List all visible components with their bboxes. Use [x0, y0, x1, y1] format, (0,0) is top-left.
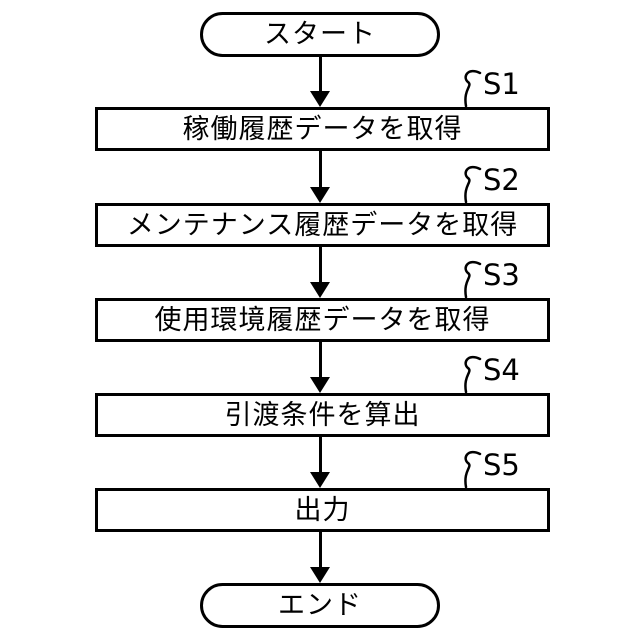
arrow-head-icon — [310, 91, 330, 107]
arrow-head-icon — [310, 567, 330, 583]
flow-arrow-4 — [310, 342, 330, 393]
arrow-shaft — [318, 437, 322, 472]
start-node: スタート — [200, 12, 440, 57]
flow-arrow-5 — [310, 437, 330, 488]
flow-arrow-2 — [310, 151, 330, 203]
arrow-head-icon — [310, 472, 330, 488]
arrow-shaft — [318, 247, 322, 282]
process-label: 引渡条件を算出 — [224, 399, 421, 431]
step-ref-s4: S4 — [456, 355, 520, 393]
process-node-s4: 引渡条件を算出 — [95, 393, 550, 437]
step-id-label: S3 — [483, 258, 520, 292]
process-node-s2: メンテナンス履歴データを取得 — [95, 203, 550, 247]
flow-arrow-6 — [310, 532, 330, 583]
end-node: エンド — [200, 583, 440, 628]
leader-squiggle-icon — [464, 69, 482, 107]
arrow-head-icon — [310, 282, 330, 298]
step-ref-s1: S1 — [456, 69, 520, 107]
process-node-s3: 使用環境履歴データを取得 — [95, 298, 550, 342]
process-label: 使用環境履歴データを取得 — [154, 304, 491, 336]
process-node-s1: 稼働履歴データを取得 — [95, 107, 550, 151]
start-label: スタート — [264, 19, 376, 50]
leader-squiggle-icon — [464, 355, 482, 393]
leader-squiggle-icon — [464, 165, 482, 203]
arrow-shaft — [318, 57, 322, 91]
process-label: 出力 — [294, 494, 351, 526]
end-label: エンド — [278, 590, 362, 621]
process-label: メンテナンス履歴データを取得 — [126, 209, 519, 241]
process-node-s5: 出力 — [95, 488, 550, 532]
step-ref-s5: S5 — [456, 450, 520, 488]
arrow-shaft — [318, 151, 322, 187]
arrow-shaft — [318, 532, 322, 567]
flow-arrow-1 — [310, 57, 330, 107]
step-id-label: S2 — [483, 163, 520, 197]
arrow-shaft — [318, 342, 322, 377]
step-id-label: S4 — [483, 353, 520, 387]
step-ref-s2: S2 — [456, 165, 520, 203]
arrow-head-icon — [310, 187, 330, 203]
process-label: 稼働履歴データを取得 — [182, 113, 463, 145]
step-id-label: S5 — [483, 448, 520, 482]
step-id-label: S1 — [483, 67, 520, 101]
arrow-head-icon — [310, 377, 330, 393]
step-ref-s3: S3 — [456, 260, 520, 298]
leader-squiggle-icon — [464, 260, 482, 298]
leader-squiggle-icon — [464, 450, 482, 488]
flow-arrow-3 — [310, 247, 330, 298]
